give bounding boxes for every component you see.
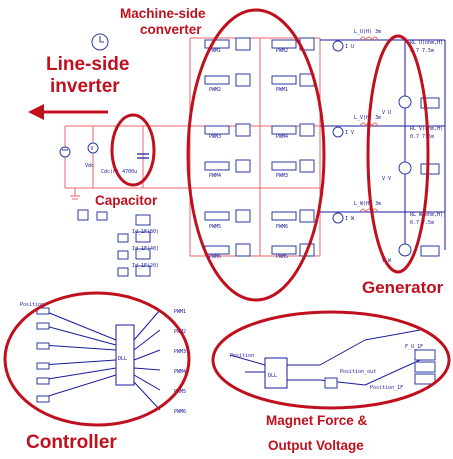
- line-side-label-2: inverter: [50, 76, 120, 97]
- lw-label: L_W(H) 3m: [354, 201, 381, 207]
- machine-side-label-2: converter: [140, 22, 202, 37]
- lu-label: L_U(H) 3m: [354, 29, 381, 35]
- iu-label: I U: [345, 44, 354, 50]
- pwm-label: PWM3: [209, 134, 221, 140]
- annotation-ellipses: [3, 8, 451, 427]
- controller-circuit: [41, 309, 161, 411]
- magnet-position-1f: Position_1F: [370, 385, 403, 391]
- capacitor-label: Capacitor: [95, 193, 158, 208]
- current-meters: [332, 40, 344, 224]
- pwm-label: PWM5: [209, 224, 221, 230]
- pwm-label: PWM3: [276, 173, 288, 179]
- id-ref-20: Id_1F(20): [132, 263, 159, 269]
- controller-label: Controller: [26, 432, 117, 453]
- pwm-label: PWM6: [174, 409, 186, 415]
- pwm-label: PWM4: [276, 134, 288, 140]
- id-ref-40: Id_1F(40): [132, 246, 159, 252]
- line-side-arrow: [28, 104, 108, 120]
- current-reference-blocks: [77, 209, 151, 277]
- vdc-meter: V Vdc: [85, 142, 99, 169]
- pwm-label: PWM4: [174, 369, 186, 375]
- pwm-label: PWM6: [209, 254, 221, 260]
- switch-leg-v: PWM3 PWM4 PWM4 PWM3: [204, 123, 315, 179]
- generator-ellipse: [366, 34, 430, 274]
- vdc-label: Vdc: [85, 163, 94, 169]
- iv-label: I V: [345, 130, 354, 136]
- rlu-value: 0.7 7.5m: [410, 48, 434, 54]
- magnet-force-ellipse: [211, 310, 451, 410]
- magnet-force-label-1: Magnet Force &: [266, 413, 368, 428]
- id-ref-80: Id_1F(80): [132, 229, 159, 235]
- lv-label: L_V(H) 3m: [354, 115, 381, 121]
- controller-ellipse: [3, 291, 191, 427]
- magnet-force-blocks: [324, 349, 436, 389]
- controller-input-blocks: [36, 307, 50, 403]
- controller-dll: DLL: [118, 356, 127, 362]
- dc-source-symbol: [59, 146, 71, 158]
- magnet-position: Position: [230, 353, 254, 359]
- switch-group: PWM1 PWM2 PWM2 PWM1 PWM3 PWM4 PWM4 PWM3: [204, 37, 315, 260]
- pwm-label: PWM1: [209, 48, 221, 54]
- clock-icon: [91, 33, 109, 51]
- svg-text:V: V: [91, 146, 94, 152]
- switch-leg-w: PWM5 PWM6 PWM6 PWM5: [204, 209, 315, 260]
- pwm-label: PWM5: [276, 254, 288, 260]
- vu-label: V U: [382, 110, 391, 116]
- capacitor-ellipse: [110, 113, 156, 187]
- dc-capacitor-symbol: [137, 153, 149, 159]
- line-side-label-1: Line-side: [46, 54, 130, 75]
- cdc-label: Cdc(F) 4700u: [101, 169, 137, 175]
- rlu-label: RL U(ohm,H): [410, 40, 443, 46]
- pwm-label: PWM2: [276, 48, 288, 54]
- pwm-label: PWM6: [276, 224, 288, 230]
- rlw-label: RL W(ohm,H): [410, 212, 443, 218]
- pwm-label: PWM1: [276, 87, 288, 93]
- pwm-label: PWM1: [174, 309, 186, 315]
- magnet-f-u-1f: F_U_1F: [405, 344, 423, 350]
- pwm-label: PWM5: [174, 389, 186, 395]
- pwm-label: PWM3: [174, 349, 186, 355]
- magnet-position-out: Position_out: [340, 369, 376, 375]
- machine-side-label-1: Machine-side: [120, 6, 206, 21]
- magnet-dll: DLL: [268, 373, 277, 379]
- pwm-label: PWM2: [209, 87, 221, 93]
- vv-label: V V: [382, 176, 391, 182]
- generator-label: Generator: [362, 278, 444, 297]
- controller-position: Position: [20, 302, 44, 308]
- rlv-value: 0.7 7.5m: [410, 134, 434, 140]
- pwm-label: PWM4: [209, 173, 221, 179]
- iw-label: I W: [345, 216, 355, 222]
- magnet-force-label-2: Output Voltage: [268, 438, 364, 453]
- generator-sources: [398, 95, 440, 257]
- converter-ellipse: [186, 8, 326, 302]
